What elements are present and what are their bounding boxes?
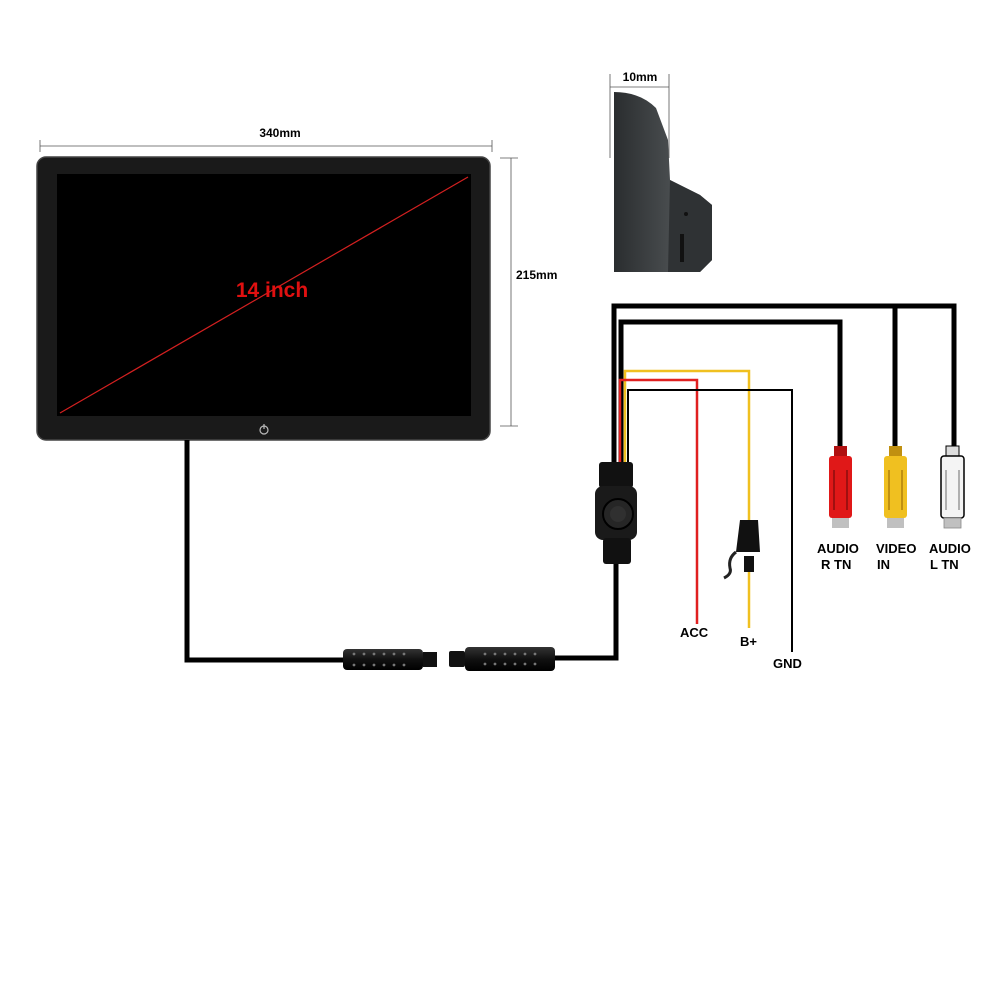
rca-video-plug	[884, 446, 907, 528]
video-label-line1: VIDEO	[876, 541, 916, 556]
audio-l-label-line1: AUDIO	[929, 541, 971, 556]
harness-audio-r	[618, 319, 843, 465]
height-dimension: 215mm	[500, 157, 557, 427]
screen-size-label: 14 inch	[236, 279, 308, 302]
monitor-front-view: 14 inch	[36, 156, 491, 441]
audio-r-label-line1: AUDIO	[817, 541, 859, 556]
splitter-connector	[595, 462, 637, 564]
video-label-line2: IN	[877, 557, 890, 572]
height-label: 215mm	[516, 268, 557, 282]
cable-connector-male	[343, 649, 437, 670]
rca-audio-l-plug	[940, 445, 965, 529]
rca-audio-r-plug	[829, 446, 852, 528]
splitter-wires	[595, 303, 957, 652]
main-cable	[184, 440, 619, 671]
monitor-side-view: 10mm	[609, 70, 712, 272]
harness-outer	[611, 303, 957, 465]
acc-wire	[618, 378, 699, 624]
audio-l-label-line2: L TN	[930, 557, 959, 572]
screen-diagonal-line	[59, 176, 469, 414]
acc-label: ACC	[680, 625, 709, 640]
gnd-wire	[627, 389, 793, 652]
audio-r-label-line2: R TN	[821, 557, 851, 572]
power-button[interactable]	[259, 424, 269, 435]
width-label: 340mm	[259, 126, 300, 140]
gnd-label: GND	[773, 656, 802, 671]
width-dimension: 340mm	[39, 126, 493, 152]
cable-connector-female	[449, 647, 555, 671]
b-plus-wire	[623, 369, 751, 520]
thickness-label: 10mm	[623, 70, 658, 84]
b-plus-label: B+	[740, 634, 757, 649]
fuse-holder	[723, 520, 760, 580]
